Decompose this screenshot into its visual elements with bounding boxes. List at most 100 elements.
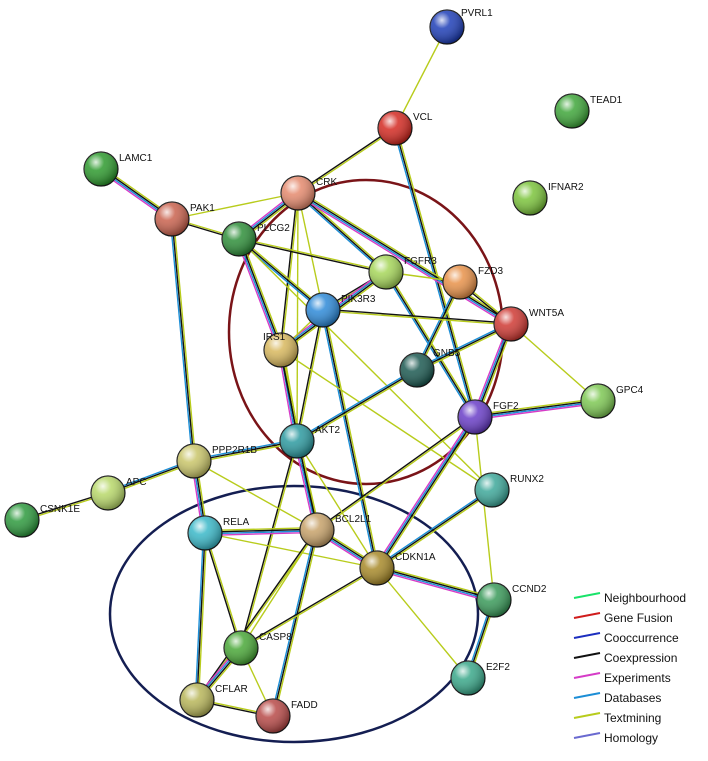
legend-swatch — [573, 732, 601, 739]
node-lamc1[interactable]: LAMC1 — [83, 151, 153, 187]
legend-swatch — [573, 672, 601, 679]
node-pvrl1[interactable]: PVRL1 — [429, 8, 493, 45]
node-irs1[interactable]: IRS1 — [263, 332, 299, 368]
legend-item: Textmining — [573, 711, 661, 725]
edge-RELA-BCL2L1 — [204, 526, 318, 537]
legend-item: Gene Fusion — [573, 611, 673, 625]
node-label: FADD — [291, 700, 318, 711]
edge-AKT2-CDKN1A — [296, 440, 378, 569]
node-tead1[interactable]: TEAD1 — [554, 93, 623, 129]
legend-label: Cooccurrence — [604, 631, 679, 645]
node-label: GNB5 — [433, 348, 461, 359]
edge-CDKN1A-E2F2 — [376, 567, 469, 679]
node-label: CSNK1E — [40, 504, 80, 515]
node-label: GPC4 — [616, 385, 644, 396]
node-shine — [84, 152, 118, 186]
node-casp8[interactable]: CASP8 — [223, 630, 292, 666]
node-rela[interactable]: RELA — [187, 515, 249, 551]
edge-CRK-IRS1 — [279, 192, 300, 351]
edge-AKT2-CASP8 — [239, 440, 299, 649]
node-fgf2[interactable]: FGF2 — [457, 399, 519, 435]
node-apc[interactable]: APC — [90, 475, 147, 511]
node-label: PPP2R1B — [212, 445, 257, 456]
node-label: CFLAR — [215, 684, 248, 695]
node-label: AKT2 — [315, 425, 340, 436]
node-shine — [188, 516, 222, 550]
node-shine — [494, 307, 528, 341]
legend-item: Databases — [573, 691, 661, 705]
edge-BCL2L1-FADD — [270, 529, 320, 717]
legend-swatch — [573, 592, 601, 599]
node-gnb5[interactable]: GNB5 — [399, 348, 461, 388]
node-shine — [555, 94, 589, 128]
edge-PIK3R3-AKT2 — [295, 309, 325, 442]
legend-label: Experiments — [604, 671, 671, 685]
node-fzd3[interactable]: FZD3 — [442, 264, 503, 300]
edge-WNT5A-GPC4 — [510, 323, 599, 402]
node-pik3r3[interactable]: PIK3R3 — [305, 292, 376, 328]
node-crk[interactable]: CRK — [280, 175, 337, 211]
node-ifnar2[interactable]: IFNAR2 — [512, 180, 584, 216]
edge-WNT5A-PIK3R3 — [322, 308, 512, 326]
node-shine — [430, 10, 464, 44]
legend-label: Databases — [604, 691, 661, 705]
node-vcl[interactable]: VCL — [377, 110, 433, 146]
node-shine — [513, 181, 547, 215]
node-shine — [177, 444, 211, 478]
node-cflar[interactable]: CFLAR — [179, 682, 248, 718]
node-label: WNT5A — [529, 308, 564, 319]
node-shine — [281, 176, 315, 210]
node-shine — [224, 631, 258, 665]
node-bcl2l1[interactable]: BCL2L1 — [299, 512, 372, 548]
node-wnt5a[interactable]: WNT5A — [493, 306, 564, 342]
edge-FGF2-CDKN1A — [374, 415, 478, 570]
edge-CDKN1A-CCND2 — [376, 565, 495, 603]
node-akt2[interactable]: AKT2 — [279, 423, 340, 459]
node-shine — [256, 699, 290, 733]
node-e2f2[interactable]: E2F2 — [450, 660, 510, 696]
node-gpc4[interactable]: GPC4 — [580, 383, 644, 419]
node-label: RELA — [223, 517, 249, 528]
node-fadd[interactable]: FADD — [255, 698, 318, 734]
edge-GNB5-AKT2 — [295, 368, 419, 443]
edge-PLCG2-FGFR3 — [238, 237, 387, 274]
node-label: PAK1 — [190, 203, 215, 214]
node-plcg2[interactable]: PLCG2 — [221, 221, 290, 257]
edges-layer — [21, 26, 599, 718]
edge-CDKN1A-CASP8 — [240, 566, 378, 650]
legend-label: Coexpression — [604, 651, 677, 665]
node-shine — [443, 265, 477, 299]
edge-PLCG2-IRS1 — [236, 237, 284, 352]
node-shine — [477, 583, 511, 617]
node-cdkn1a[interactable]: CDKN1A — [359, 550, 436, 586]
node-shine — [378, 111, 412, 145]
lower-cluster-ellipse — [108, 484, 480, 744]
node-shine — [581, 384, 615, 418]
node-label: APC — [126, 477, 147, 488]
node-shine — [5, 503, 39, 537]
edge-RUNX2-CDKN1A — [375, 488, 494, 570]
node-shine — [264, 333, 298, 367]
legend-label: Gene Fusion — [604, 611, 673, 625]
edge-PVRL1-VCL — [394, 26, 448, 129]
legend-label: Textmining — [604, 711, 661, 725]
node-label: PLCG2 — [257, 223, 290, 234]
legend-swatch — [573, 612, 601, 619]
legend-item: Neighbourhood — [573, 591, 686, 605]
node-pak1[interactable]: PAK1 — [154, 201, 215, 237]
node-fgfr3[interactable]: FGFR3 — [368, 254, 437, 290]
edge-PAK1-CRK — [171, 192, 299, 220]
edge-PLCG2-RUNX2 — [238, 238, 493, 491]
node-ppp2r1b[interactable]: PPP2R1B — [176, 443, 257, 479]
node-label: FZD3 — [478, 266, 503, 277]
node-shine — [300, 513, 334, 547]
node-shine — [280, 424, 314, 458]
node-label: PVRL1 — [461, 8, 493, 19]
node-csnk1e[interactable]: CSNK1E — [4, 502, 80, 538]
edge-CRK-WNT5A — [296, 190, 513, 327]
node-runx2[interactable]: RUNX2 — [474, 472, 544, 508]
node-ccnd2[interactable]: CCND2 — [476, 582, 547, 618]
